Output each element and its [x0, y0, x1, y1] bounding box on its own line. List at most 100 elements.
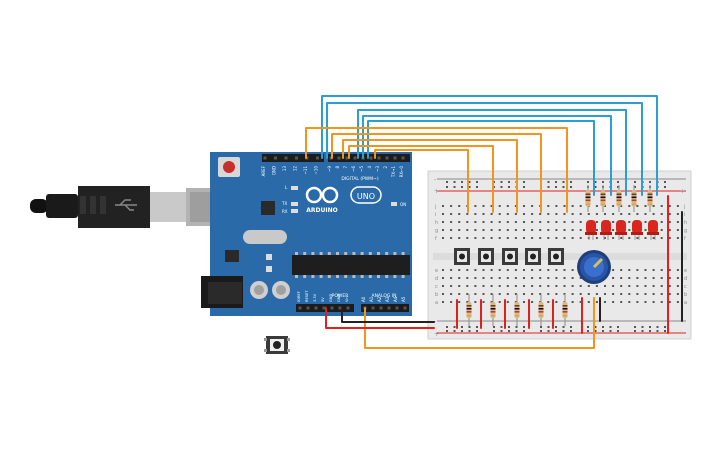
digital-pin-label: 13 [282, 166, 287, 172]
digital-pin-label: ~10 [314, 166, 319, 175]
wire-orange-3 [342, 139, 518, 213]
digital-header-left [262, 154, 324, 162]
wire-blue-2 [326, 102, 643, 196]
analog-pin[interactable] [395, 306, 399, 310]
resistor[interactable] [538, 294, 544, 326]
resistor[interactable] [600, 185, 606, 212]
wire-red-5v [325, 307, 435, 329]
digital-pin[interactable] [337, 156, 341, 160]
pushbuttons [454, 248, 564, 265]
resistor[interactable] [562, 294, 568, 326]
row-label: g [435, 228, 438, 234]
analog-pin-label: A0 [361, 296, 366, 302]
row-label: a [435, 300, 438, 306]
row-label: d [684, 276, 687, 282]
power-pin[interactable] [306, 306, 310, 310]
digital-pin[interactable] [401, 156, 405, 160]
led-red[interactable] [647, 220, 659, 240]
power-pin[interactable] [346, 306, 350, 310]
resistors-bottom [466, 294, 568, 326]
row-label: c [684, 284, 687, 290]
row-label: b [684, 292, 687, 298]
analog-header [361, 304, 409, 312]
digital-pin[interactable] [369, 156, 373, 160]
analog-pin[interactable] [371, 306, 375, 310]
digital-pin[interactable] [377, 156, 381, 160]
digital-pin-label: 2 [383, 166, 388, 169]
power-pin[interactable] [298, 306, 302, 310]
resistor[interactable] [631, 185, 637, 212]
pushbutton[interactable] [525, 248, 541, 265]
arduino-board: ARDUINO UNO DIGITAL (PWM~) POWER ANALOG … [201, 152, 412, 316]
digital-pin-label: ~3 [375, 166, 380, 172]
on-label: ON [400, 202, 406, 207]
led-red[interactable] [631, 220, 643, 240]
led-red[interactable] [585, 220, 597, 240]
digital-pin-label: AREF [261, 165, 266, 176]
led-rx-label: RX [282, 209, 288, 214]
digital-pin-label: 4 [367, 166, 372, 169]
power-pin[interactable] [338, 306, 342, 310]
arduino-logo-icon [305, 186, 382, 204]
digital-pin[interactable] [295, 156, 298, 160]
digital-pin[interactable] [345, 156, 349, 160]
usb-icon [115, 199, 137, 211]
led-tx-label: TX [281, 201, 287, 206]
power-pin-label: 3.3V [313, 293, 317, 302]
power-pin[interactable] [330, 306, 334, 310]
power-pin[interactable] [314, 306, 318, 310]
row-label: e [684, 268, 687, 274]
digital-pin[interactable] [393, 156, 397, 160]
resistor[interactable] [585, 185, 591, 212]
digital-pin[interactable] [353, 156, 357, 160]
led-red[interactable] [615, 220, 627, 240]
pushbutton[interactable] [478, 248, 494, 265]
resistor[interactable] [616, 185, 622, 212]
power-label: POWER [332, 293, 349, 299]
brand-label: ARDUINO [306, 207, 337, 214]
rail-plus-top: + [434, 188, 439, 195]
digital-label: DIGITAL (PWM~) [341, 176, 379, 182]
resistor[interactable] [514, 294, 520, 326]
rail-minus-top: - [434, 176, 436, 183]
pushbutton[interactable] [454, 248, 470, 265]
loose-pushbutton[interactable] [264, 336, 290, 354]
digital-pin[interactable] [316, 156, 319, 160]
led-l-label: L [285, 185, 288, 190]
row-label: d [435, 276, 438, 282]
analog-pin[interactable] [379, 306, 383, 310]
rail-minus-top-right: - [681, 176, 683, 183]
pushbutton[interactable] [548, 248, 564, 265]
wire-orange-4 [348, 145, 494, 213]
rail-plus-bottom: + [434, 331, 439, 338]
analog-pin[interactable] [387, 306, 391, 310]
row-label: j [434, 204, 436, 210]
resistors-top [585, 185, 653, 212]
digital-pin-label: GND [272, 166, 277, 175]
atmega-chip [292, 255, 410, 275]
row-label: f [435, 236, 437, 242]
digital-pin-label: 8 [335, 166, 340, 169]
pushbutton[interactable] [502, 248, 518, 265]
resistor[interactable] [490, 294, 496, 326]
analog-label: ANALOG IN [371, 293, 396, 299]
potentiometer[interactable] [577, 250, 611, 284]
power-pin[interactable] [322, 306, 326, 310]
analog-pin[interactable] [403, 306, 407, 310]
row-label: a [684, 300, 687, 306]
digital-pin[interactable] [274, 156, 277, 160]
digital-pin-label: ~9 [327, 166, 332, 172]
wire-orange-2 [331, 133, 542, 213]
resistor[interactable] [466, 294, 472, 326]
reset-button[interactable] [223, 161, 235, 173]
wires [305, 95, 683, 349]
digital-pin[interactable] [284, 156, 288, 160]
digital-pin-label: 12 [293, 166, 298, 172]
wire-blue-4 [362, 115, 612, 196]
digital-pin[interactable] [263, 156, 267, 160]
resistor[interactable] [647, 185, 653, 212]
digital-pin[interactable] [385, 156, 389, 160]
led-red[interactable] [600, 220, 612, 240]
row-label: j [683, 204, 685, 210]
row-label: g [684, 228, 687, 234]
